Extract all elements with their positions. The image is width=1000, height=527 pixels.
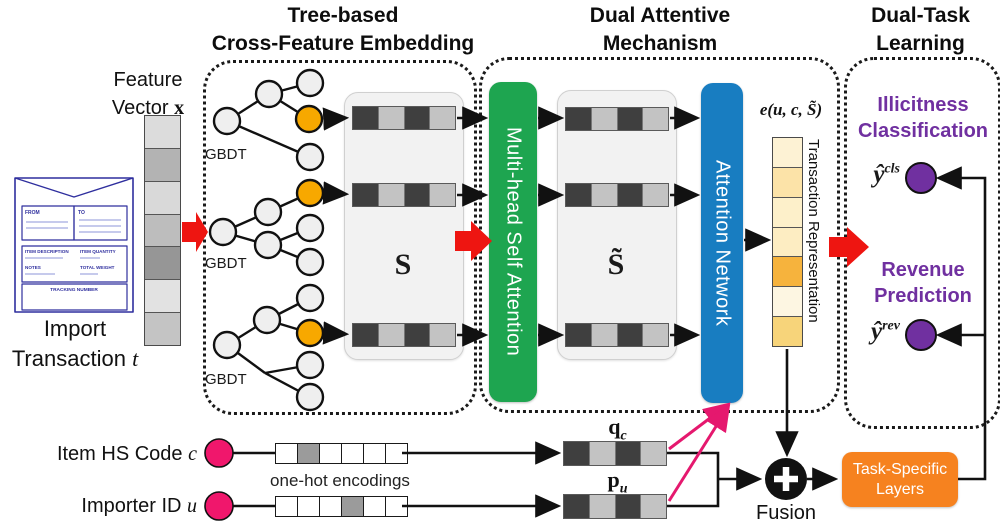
doc-item-description-label: ITEM DESCRIPTION xyxy=(25,249,69,254)
import-transaction-label: Import Transaction t xyxy=(0,314,150,373)
matrix-stilde-label: S̃ xyxy=(607,248,625,281)
doc-to-label: TO xyxy=(78,210,85,216)
q-c-label: qc xyxy=(590,414,645,444)
task-layers-line1: Task-Specific xyxy=(852,460,948,478)
feature-vector-label: Feature Vector x xyxy=(95,66,201,122)
embedding-row-st2 xyxy=(565,183,669,207)
feature-label-line1: Feature xyxy=(113,69,183,91)
feature-label-line2: Vector xyxy=(111,97,169,119)
transaction-representation-caption: Transaction Representation xyxy=(805,139,822,323)
barcode xyxy=(30,293,119,308)
task-layers-line2: Layers xyxy=(875,480,925,498)
import-label-t: t xyxy=(132,345,139,371)
title-line: Dual-Task xyxy=(871,4,970,27)
revenue-prediction-label: Revenue Prediction xyxy=(850,257,996,309)
title-line: Tree-based xyxy=(287,4,399,27)
embedding-row-st3 xyxy=(565,323,669,347)
q-base: q xyxy=(608,414,621,439)
q-sub: c xyxy=(620,428,627,444)
gbdt-label-2: GBDT xyxy=(205,255,247,272)
embedding-row-st1 xyxy=(565,107,669,131)
doc-item-quantity-label: ITEM QUANTITY xyxy=(80,249,116,254)
e-vector-label: e(u, c, S̃) xyxy=(759,100,823,119)
p-base: p xyxy=(607,467,620,492)
embedding-row-s1 xyxy=(352,106,456,130)
matrix-s-label: S xyxy=(394,248,412,281)
importer-text: Importer ID xyxy=(81,495,187,517)
importer-id-node xyxy=(204,491,234,521)
title-line: Dual Attentive xyxy=(589,4,731,27)
one-hot-row-hs-code xyxy=(275,443,408,464)
p-u-label: pu xyxy=(590,467,645,497)
importer-id-label: Importer ID u xyxy=(15,492,197,520)
gbdt-label-3: GBDT xyxy=(205,371,247,388)
illicitness-classification-label: Illicitness Classification xyxy=(850,92,996,144)
matrix-s-container xyxy=(344,92,464,360)
task2-line2: Prediction xyxy=(874,285,972,307)
task-specific-layers-box: Task-Specific Layers xyxy=(842,452,958,507)
section-title-dual-task: Dual-Task Learning xyxy=(843,2,998,57)
attention-network-label: Attention Network xyxy=(711,159,734,327)
task1-line1: Illicitness xyxy=(877,94,969,116)
import-label-line2: Transaction xyxy=(11,345,126,371)
embedding-row-s2 xyxy=(352,183,456,207)
multi-head-self-attention-box: Multi-head Self Attention xyxy=(489,82,537,402)
y-hat-rev-base: ŷ xyxy=(871,318,883,345)
embedding-row-pu xyxy=(563,494,667,519)
y-hat-cls-label: ŷcls xyxy=(843,161,900,189)
one-hot-row-importer xyxy=(275,496,408,517)
matrix-stilde-container xyxy=(557,90,677,360)
importer-u: u xyxy=(187,495,197,517)
section-title-tree-embedding: Tree-based Cross-Feature Embedding xyxy=(200,2,486,57)
one-hot-encodings-label: one-hot encodings xyxy=(270,471,410,490)
import-document-icon: FROM TO ITEM DESCRIPTION ITEM QUANTITY N… xyxy=(14,177,134,313)
title-line: Learning xyxy=(876,31,965,55)
hs-code-c: c xyxy=(188,443,197,465)
attention-network-box: Attention Network xyxy=(701,83,743,403)
doc-total-weight-label: TOTAL WEIGHT xyxy=(80,265,115,270)
title-line: Mechanism xyxy=(602,31,718,55)
hs-code-text: Item HS Code xyxy=(56,443,189,465)
doc-from-label: FROM xyxy=(25,210,40,216)
dual-attention-feedback-arrows xyxy=(667,402,731,502)
transaction-representation-vector xyxy=(772,137,803,347)
item-hs-code-label: Item HS Code c xyxy=(15,440,197,468)
y-hat-cls-sup: cls xyxy=(884,161,900,177)
embedding-row-qc xyxy=(563,441,667,466)
y-hat-rev-sup: rev xyxy=(882,318,900,334)
title-line: Cross-Feature Embedding xyxy=(211,31,475,55)
import-label-line1: Import xyxy=(43,316,107,341)
feature-vector-x xyxy=(144,115,181,346)
fusion-label: Fusion xyxy=(755,502,817,524)
hs-code-node xyxy=(204,438,234,468)
task2-line1: Revenue xyxy=(881,259,965,281)
embedding-row-s3 xyxy=(352,323,456,347)
fusion-plus-icon xyxy=(765,458,807,500)
section-title-dual-attentive: Dual Attentive Mechanism xyxy=(517,2,803,57)
y-hat-rev-label: ŷrev xyxy=(838,318,900,346)
mhsa-label: Multi-head Self Attention xyxy=(502,127,525,357)
p-sub: u xyxy=(619,481,628,497)
feature-label-x: x xyxy=(174,97,185,119)
gbdt-label-1: GBDT xyxy=(205,146,247,163)
doc-notes-label: NOTES xyxy=(25,265,41,270)
y-hat-cls-base: ŷ xyxy=(873,161,885,188)
task1-line2: Classification xyxy=(857,120,989,142)
